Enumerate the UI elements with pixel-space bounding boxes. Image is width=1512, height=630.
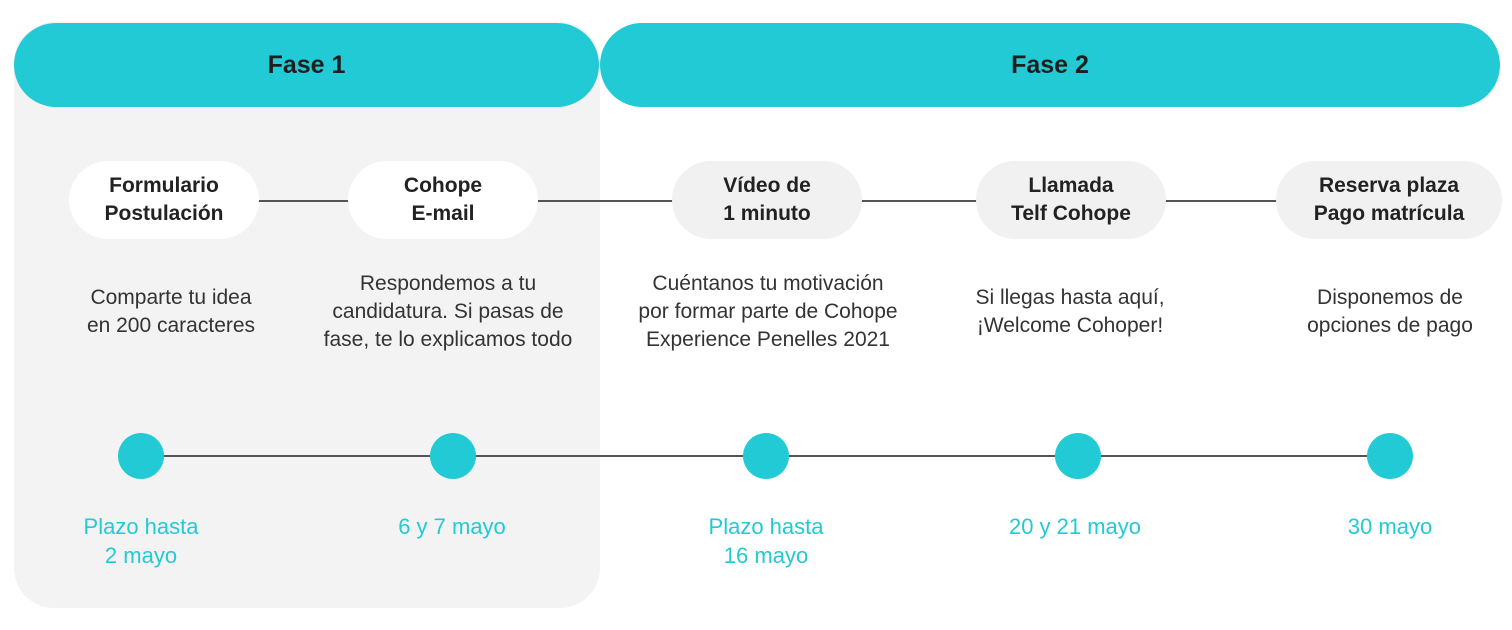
phase-1-label: Fase 1 [267,50,346,79]
step-title-line: Llamada [1028,174,1114,197]
step-description-formulario: Comparte tu idea en 200 caracteres [11,284,331,340]
description-line: candidatura. Si pasas de [332,300,564,323]
step-description-video: Cuéntanos tu motivación por formar parte… [608,270,928,354]
phase-2-header: Fase 2 [600,23,1500,107]
step-pill-reserva: Reserva plaza Pago matrícula [1276,161,1502,239]
description-line: opciones de pago [1307,314,1473,337]
date-line: 6 y 7 mayo [398,514,506,539]
description-line: Respondemos a tu [359,272,537,295]
description-line: ¡Welcome Cohoper! [976,314,1164,337]
date-line: 16 mayo [723,543,809,568]
description-line: Experience Penelles 2021 [645,328,890,351]
step-pill-formulario: Formulario Postulación [69,161,259,239]
date-line: 2 mayo [104,543,178,568]
timeline-dot-2 [430,433,476,479]
step-description-email: Respondemos a tu candidatura. Si pasas d… [288,270,608,354]
description-line: Disponemos de [1317,286,1463,309]
phase-1-header: Fase 1 [14,23,599,107]
date-label-video: Plazo hasta 16 mayo [636,512,896,570]
step-title-line: Reserva plaza [1318,174,1460,197]
step-title-line: E-mail [411,202,475,225]
phase-2-label: Fase 2 [1011,50,1089,79]
description-line: Cuéntanos tu motivación [652,272,884,295]
step-pill-email: Cohope E-mail [348,161,538,239]
step-title-line: Formulario [109,174,219,197]
step-title-line: Pago matrícula [1313,202,1465,225]
description-line: por formar parte de Cohope [638,300,898,323]
description-line: en 200 caracteres [86,314,256,337]
step-title-line: Cohope [403,174,483,197]
step-title-line: Postulación [104,202,224,225]
step-description-reserva: Disponemos de opciones de pago [1230,284,1512,340]
timeline-dot-3 [743,433,789,479]
date-label-reserva: 30 mayo [1260,512,1512,541]
timeline-dot-5 [1367,433,1413,479]
step-description-llamada: Si llegas hasta aquí, ¡Welcome Cohoper! [910,284,1230,340]
step-title-line: 1 minuto [723,202,811,225]
description-line: Si llegas hasta aquí, [975,286,1165,309]
date-label-llamada: 20 y 21 mayo [945,512,1205,541]
date-line: Plazo hasta [708,514,824,539]
step-title-line: Vídeo de [723,174,811,197]
date-line: 20 y 21 mayo [1008,514,1142,539]
date-line: 30 mayo [1347,514,1433,539]
step-pill-llamada: Llamada Telf Cohope [976,161,1166,239]
date-line: Plazo hasta [83,514,199,539]
timeline-dot-4 [1055,433,1101,479]
date-label-email: 6 y 7 mayo [322,512,582,541]
timeline-dot-1 [118,433,164,479]
date-label-formulario: Plazo hasta 2 mayo [11,512,271,570]
step-title-line: Telf Cohope [1011,202,1131,225]
phase-1-background [14,22,600,608]
step-pill-video: Vídeo de 1 minuto [672,161,862,239]
description-line: fase, te lo explicamos todo [323,328,573,351]
description-line: Comparte tu idea [90,286,252,309]
